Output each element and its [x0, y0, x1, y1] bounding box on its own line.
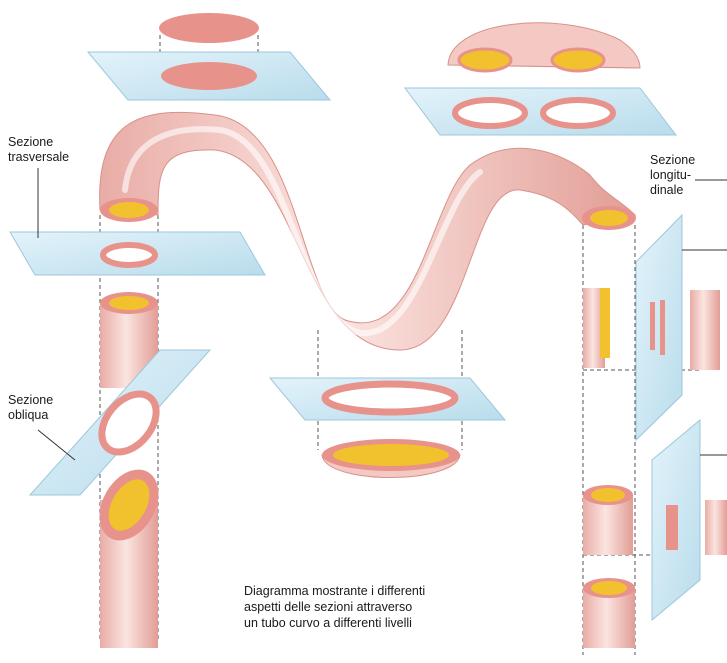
bottom-center-section — [325, 384, 455, 412]
long-strip-2 — [660, 300, 665, 355]
top-right-section-right — [543, 100, 613, 126]
top-section-above — [159, 13, 259, 43]
bottom-right-tube-lumen — [591, 581, 627, 595]
long-lower-right — [705, 500, 727, 555]
tube-end-right-lumen — [590, 210, 628, 226]
top-plane-section — [161, 62, 257, 90]
top-right-section-left — [455, 100, 525, 126]
dumbbell-lumen-left — [459, 49, 511, 71]
transverse-section — [103, 245, 155, 265]
long-lower-strip — [666, 505, 678, 550]
curved-tube — [100, 112, 635, 350]
tube-end-left-lumen — [109, 202, 149, 218]
diagram-caption: Diagramma mostrante i differenti aspetti… — [244, 583, 425, 631]
label-oblique-section: Sezione obliqua — [8, 393, 53, 423]
dumbbell-lumen-right — [552, 49, 604, 71]
left-segment-upper-lumen — [109, 296, 149, 310]
longitudinal-plane-upper — [636, 215, 682, 440]
label-longitudinal-section: Sezione longitu- dinale — [650, 153, 695, 198]
long-lower-left-lumen — [591, 488, 625, 502]
long-half-left-inner — [600, 288, 610, 358]
long-half-right — [690, 290, 720, 370]
long-strip-1 — [650, 302, 655, 350]
label-transverse-section: Sezione trasversale — [8, 135, 69, 165]
bottom-center-bowl-lumen — [333, 444, 449, 466]
